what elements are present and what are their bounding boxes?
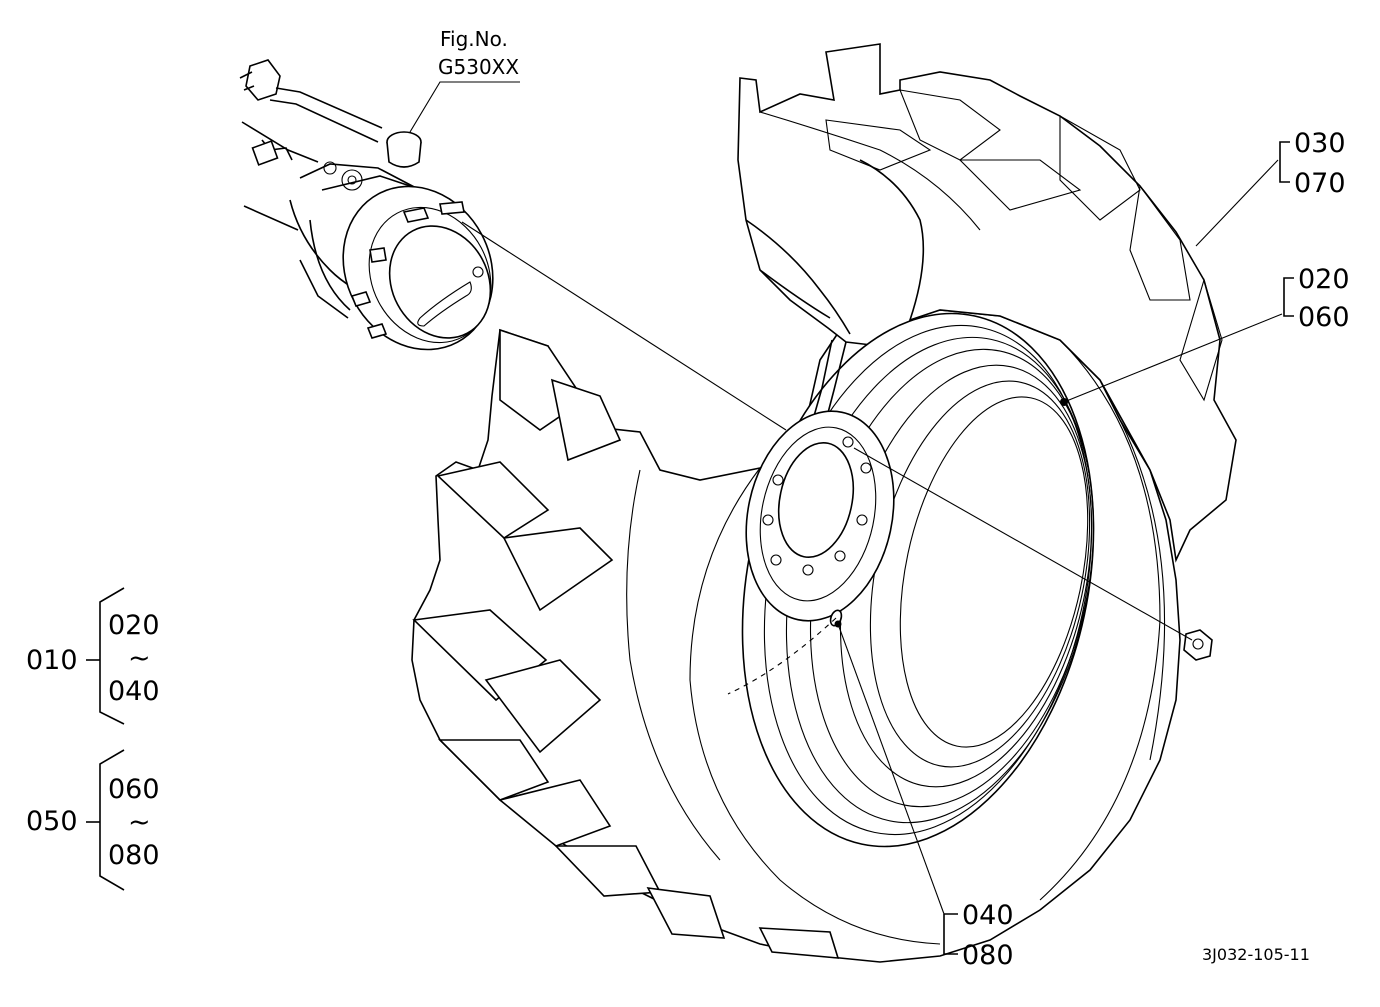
- assembly-group-010: 010 020 ~ 040: [26, 587, 160, 725]
- callout-070: 070: [1294, 168, 1346, 199]
- callout-060: 060: [1298, 302, 1350, 333]
- leader-030: [1195, 159, 1279, 247]
- drawing-code: 3J032-105-11: [1202, 945, 1310, 964]
- assembly-parent-050: 050: [26, 806, 78, 837]
- figure-ref-line2: G530XX: [438, 55, 519, 79]
- bracket-030-070: [1279, 141, 1290, 183]
- nut-center-line: [853, 447, 1193, 641]
- assembly-group-050: 050 060 ~ 080: [26, 749, 160, 891]
- figure-ref-line1: Fig.No.: [440, 27, 508, 51]
- wheel-nut: [1183, 629, 1213, 661]
- assembly-range-050: ~: [128, 807, 151, 838]
- callout-080: 080: [962, 940, 1014, 971]
- assembly-to-080: 080: [108, 840, 160, 871]
- figure-ref-leader: [409, 81, 520, 133]
- callout-030: 030: [1294, 128, 1346, 159]
- assembly-parent-010: 010: [26, 645, 78, 676]
- assembly-from-020: 020: [108, 610, 160, 641]
- leader-040: [837, 623, 945, 915]
- callout-020: 020: [1298, 264, 1350, 295]
- tire-cutaway: [737, 43, 1237, 563]
- axle-hub-assembly: [239, 59, 494, 351]
- assembly-to-040: 040: [108, 676, 160, 707]
- callout-040: 040: [962, 900, 1014, 931]
- assembly-range-010: ~: [128, 643, 151, 674]
- bracket-020-060: [1283, 277, 1294, 317]
- leader-020: [1063, 313, 1283, 403]
- wheel-rim: [727, 312, 1095, 848]
- stud-center-line: [461, 221, 787, 431]
- assembly-from-060: 060: [108, 774, 160, 805]
- bracket-040-080: [943, 913, 958, 955]
